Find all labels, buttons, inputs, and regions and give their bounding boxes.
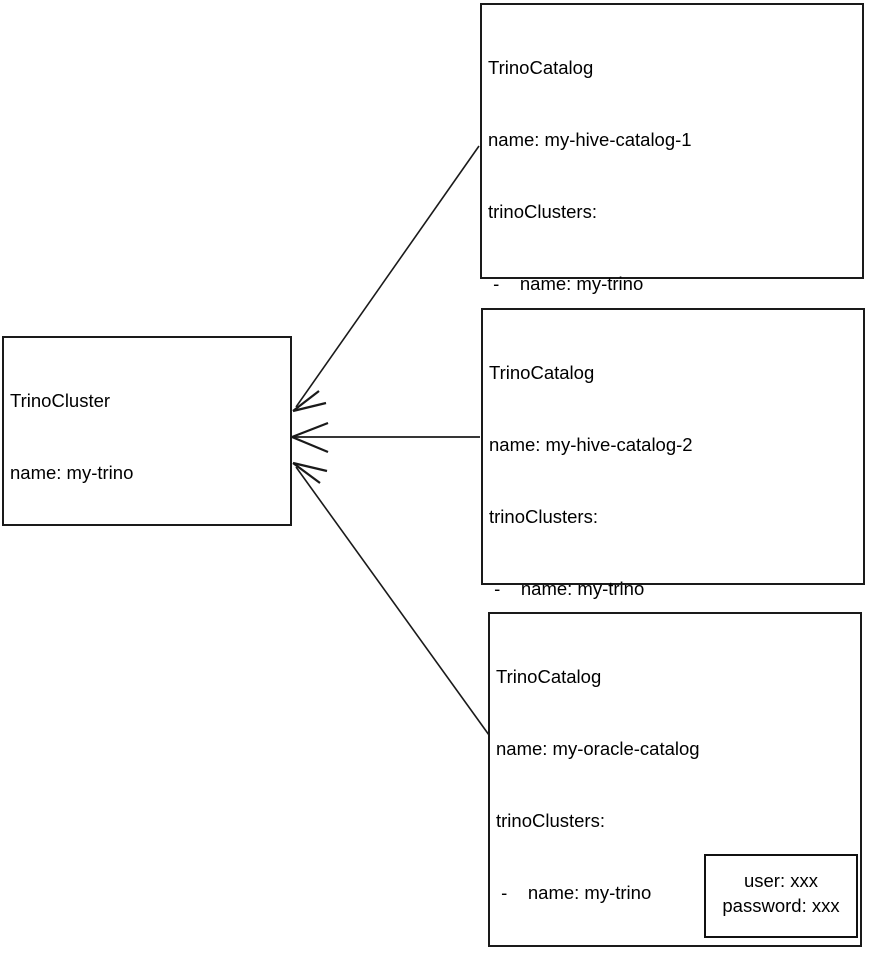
- edge-catalog1-to-cluster: [292, 145, 480, 413]
- catalog-3-line-3: - name: my-trino: [496, 882, 652, 903]
- catalog-3-line-0: TrinoCatalog: [496, 666, 602, 687]
- catalog-2-line-2: trinoClusters:: [489, 506, 598, 527]
- node-trinocatalog-my-hive-catalog-1[interactable]: TrinoCatalog name: my-hive-catalog-1 tri…: [480, 3, 864, 654]
- catalog-3-line-1: name: my-oracle-catalog: [496, 738, 700, 759]
- catalog-2-line-0: TrinoCatalog: [489, 362, 595, 383]
- secret-line-0: user: xxx: [743, 870, 819, 891]
- node-trinocatalog-my-oracle-catalog[interactable]: TrinoCatalog name: my-oracle-catalog tri…: [488, 612, 862, 947]
- catalog-1-line-1: name: my-hive-catalog-1: [488, 129, 692, 150]
- secret-text: user: xxx password: xxx: [706, 868, 856, 918]
- node-trinocluster[interactable]: TrinoCluster name: my-trino: [2, 336, 292, 526]
- trinocluster-line-1: name: my-trino: [10, 462, 134, 483]
- edge-catalog2-to-cluster: [291, 421, 480, 454]
- secret-line-1: password: xxx: [722, 895, 840, 916]
- catalog-2-line-1: name: my-hive-catalog-2: [489, 434, 693, 455]
- trinocluster-text: TrinoCluster name: my-trino: [10, 341, 286, 533]
- trinocluster-line-0: TrinoCluster: [10, 390, 111, 411]
- catalog-1-line-0: TrinoCatalog: [488, 57, 594, 78]
- node-secret-oracle-credentials[interactable]: user: xxx password: xxx: [704, 854, 858, 938]
- catalog-2-line-3: - name: my-trino: [489, 578, 645, 599]
- catalog-3-text: TrinoCatalog name: my-oracle-catalog tri…: [496, 617, 856, 954]
- node-trinocatalog-my-hive-catalog-2[interactable]: TrinoCatalog name: my-hive-catalog-2 tri…: [481, 308, 865, 887]
- catalog-3-line-2: trinoClusters:: [496, 810, 605, 831]
- catalog-1-line-2: trinoClusters:: [488, 201, 597, 222]
- edge-oracle-catalog-to-cluster: [292, 461, 490, 736]
- catalog-1-line-3: - name: my-trino: [488, 273, 644, 294]
